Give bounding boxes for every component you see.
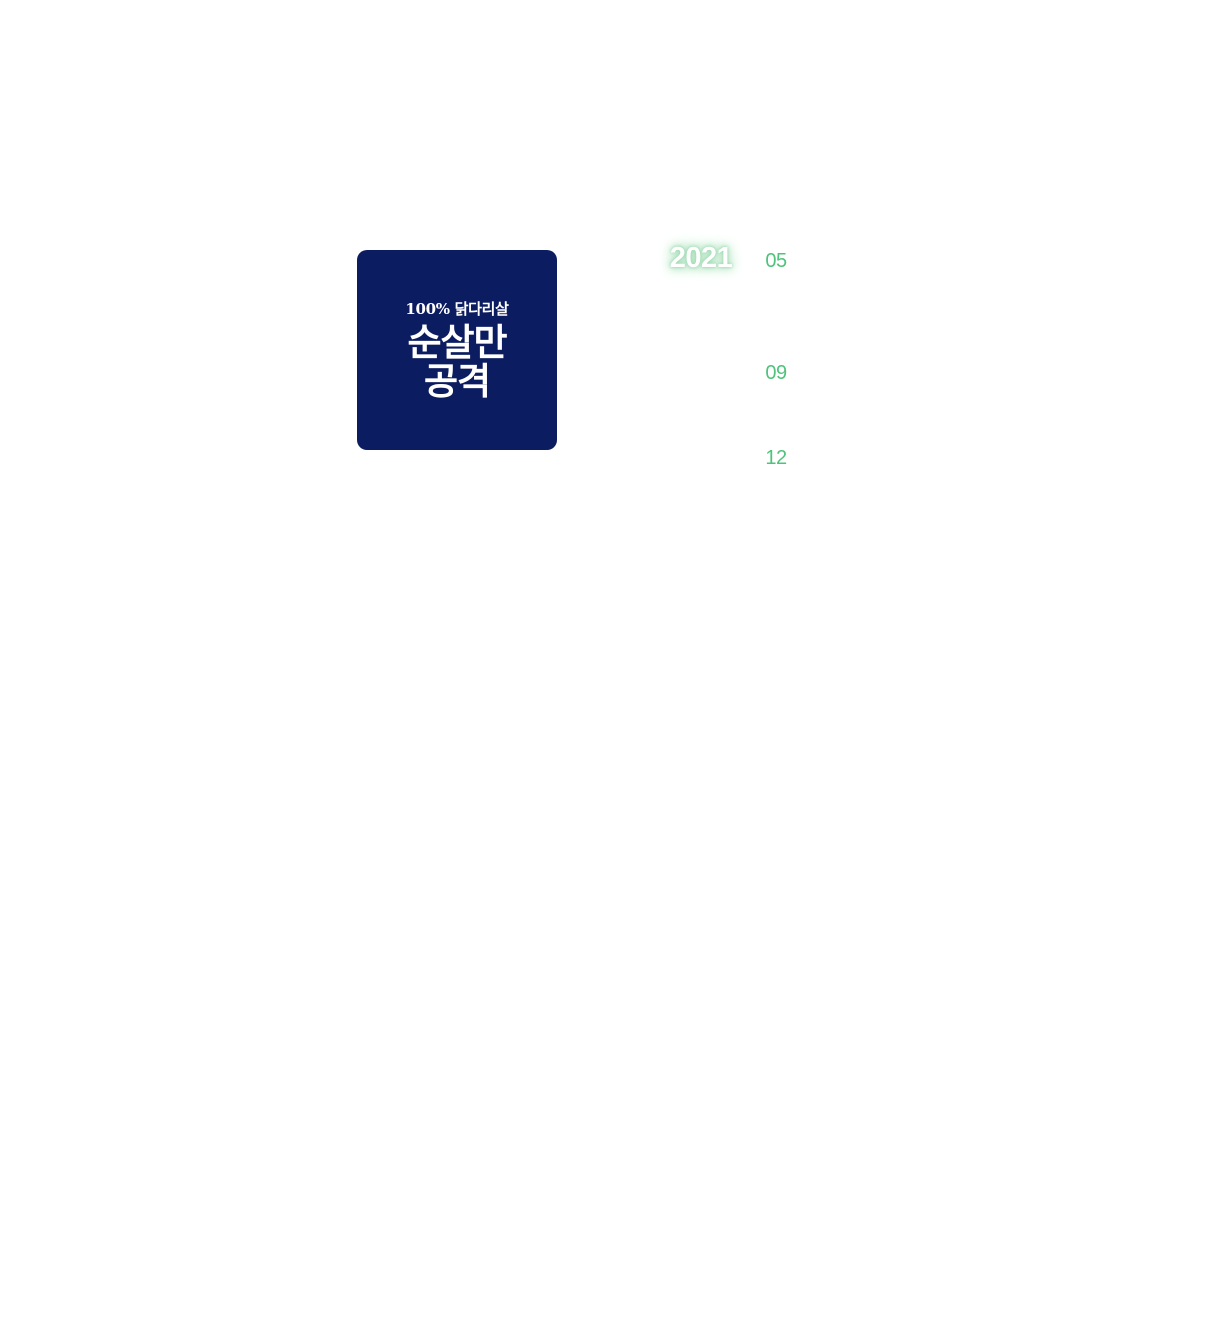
logo-subtitle: 100% 닭다리살 xyxy=(405,299,509,318)
timeline-month: 05 xyxy=(765,250,787,272)
logo-title: 순살만 공격 xyxy=(407,319,507,403)
logo-title-line-2: 공격 xyxy=(423,358,491,403)
timeline-month: 09 xyxy=(765,362,787,384)
brand-logo: 100% 닭다리살 순살만 공격 xyxy=(357,250,557,450)
timeline-month: 12 xyxy=(765,447,787,469)
timeline-year: 2021 xyxy=(669,242,733,274)
logo-title-line-1: 순살만 xyxy=(407,319,507,364)
